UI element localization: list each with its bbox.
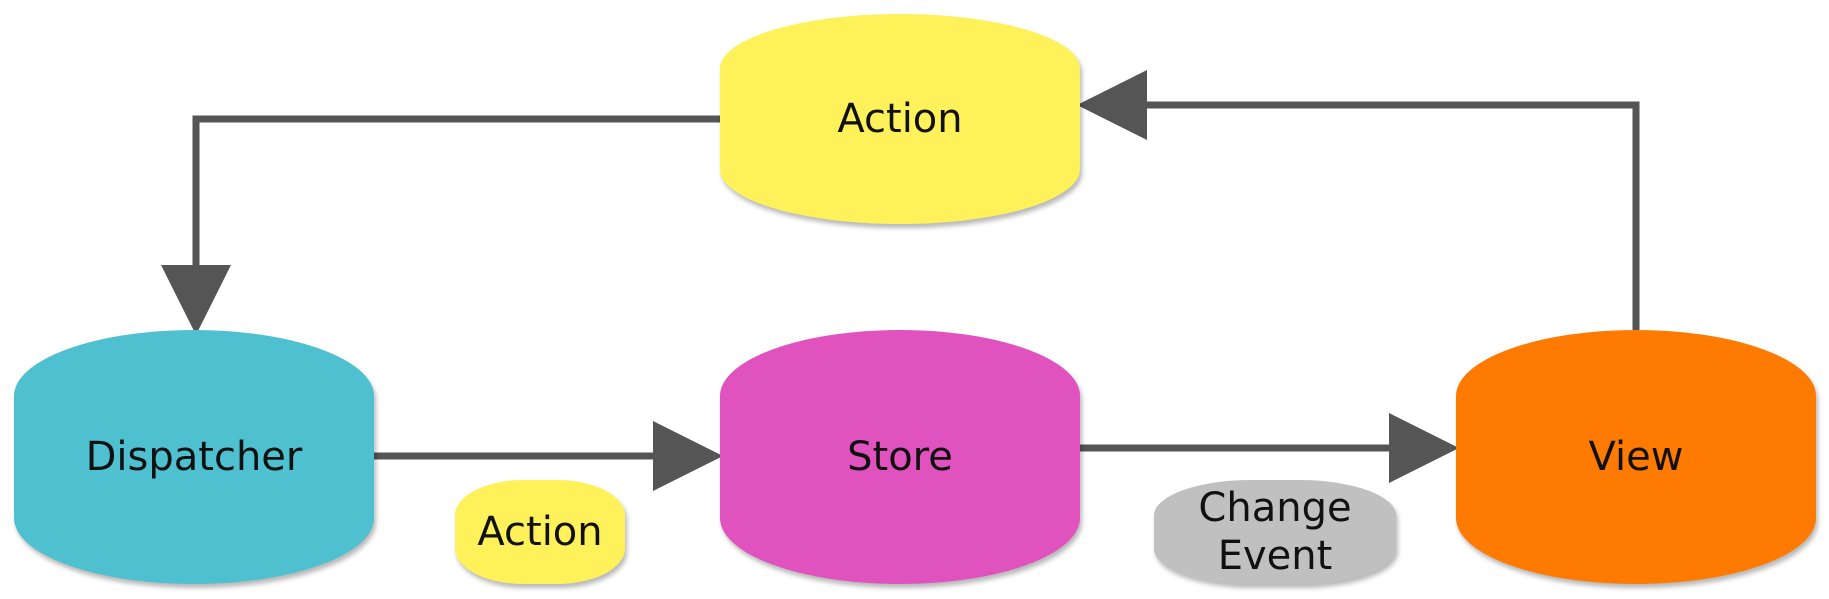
view-node: View [1456, 330, 1816, 584]
action-payload-label: Action [477, 509, 603, 555]
arrow-action-to-dispatcher [161, 115, 720, 335]
dispatcher-node: Dispatcher [14, 330, 374, 584]
action-payload-badge: Action [455, 480, 625, 584]
action-node-label: Action [837, 96, 963, 142]
change-event-label-line1: Change [1198, 485, 1352, 531]
change-event-badge: Change Event [1154, 480, 1396, 584]
store-node: Store [720, 330, 1080, 584]
arrow-view-to-action [1077, 70, 1640, 330]
dispatcher-node-label: Dispatcher [85, 434, 303, 480]
change-event-label-line2: Event [1217, 533, 1333, 579]
action-node: Action [720, 14, 1080, 224]
view-node-label: View [1588, 434, 1684, 480]
store-node-label: Store [847, 434, 953, 480]
